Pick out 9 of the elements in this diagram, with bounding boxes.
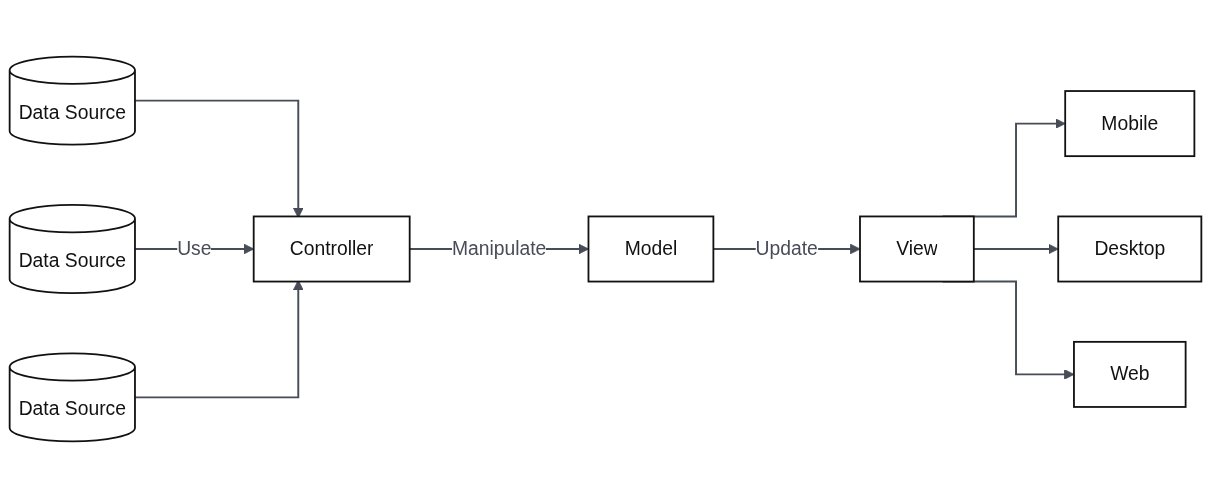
node-box: Model <box>587 215 715 283</box>
edge-label: Manipulate <box>451 238 547 259</box>
edge-label: Use <box>177 238 212 259</box>
node-box: Controller <box>252 215 411 283</box>
node-box: View <box>859 215 975 283</box>
edge-label: Update <box>755 238 818 259</box>
node-box: Desktop <box>1057 215 1203 283</box>
node-box: Mobile <box>1064 90 1196 158</box>
node-box: Web <box>1073 340 1187 408</box>
